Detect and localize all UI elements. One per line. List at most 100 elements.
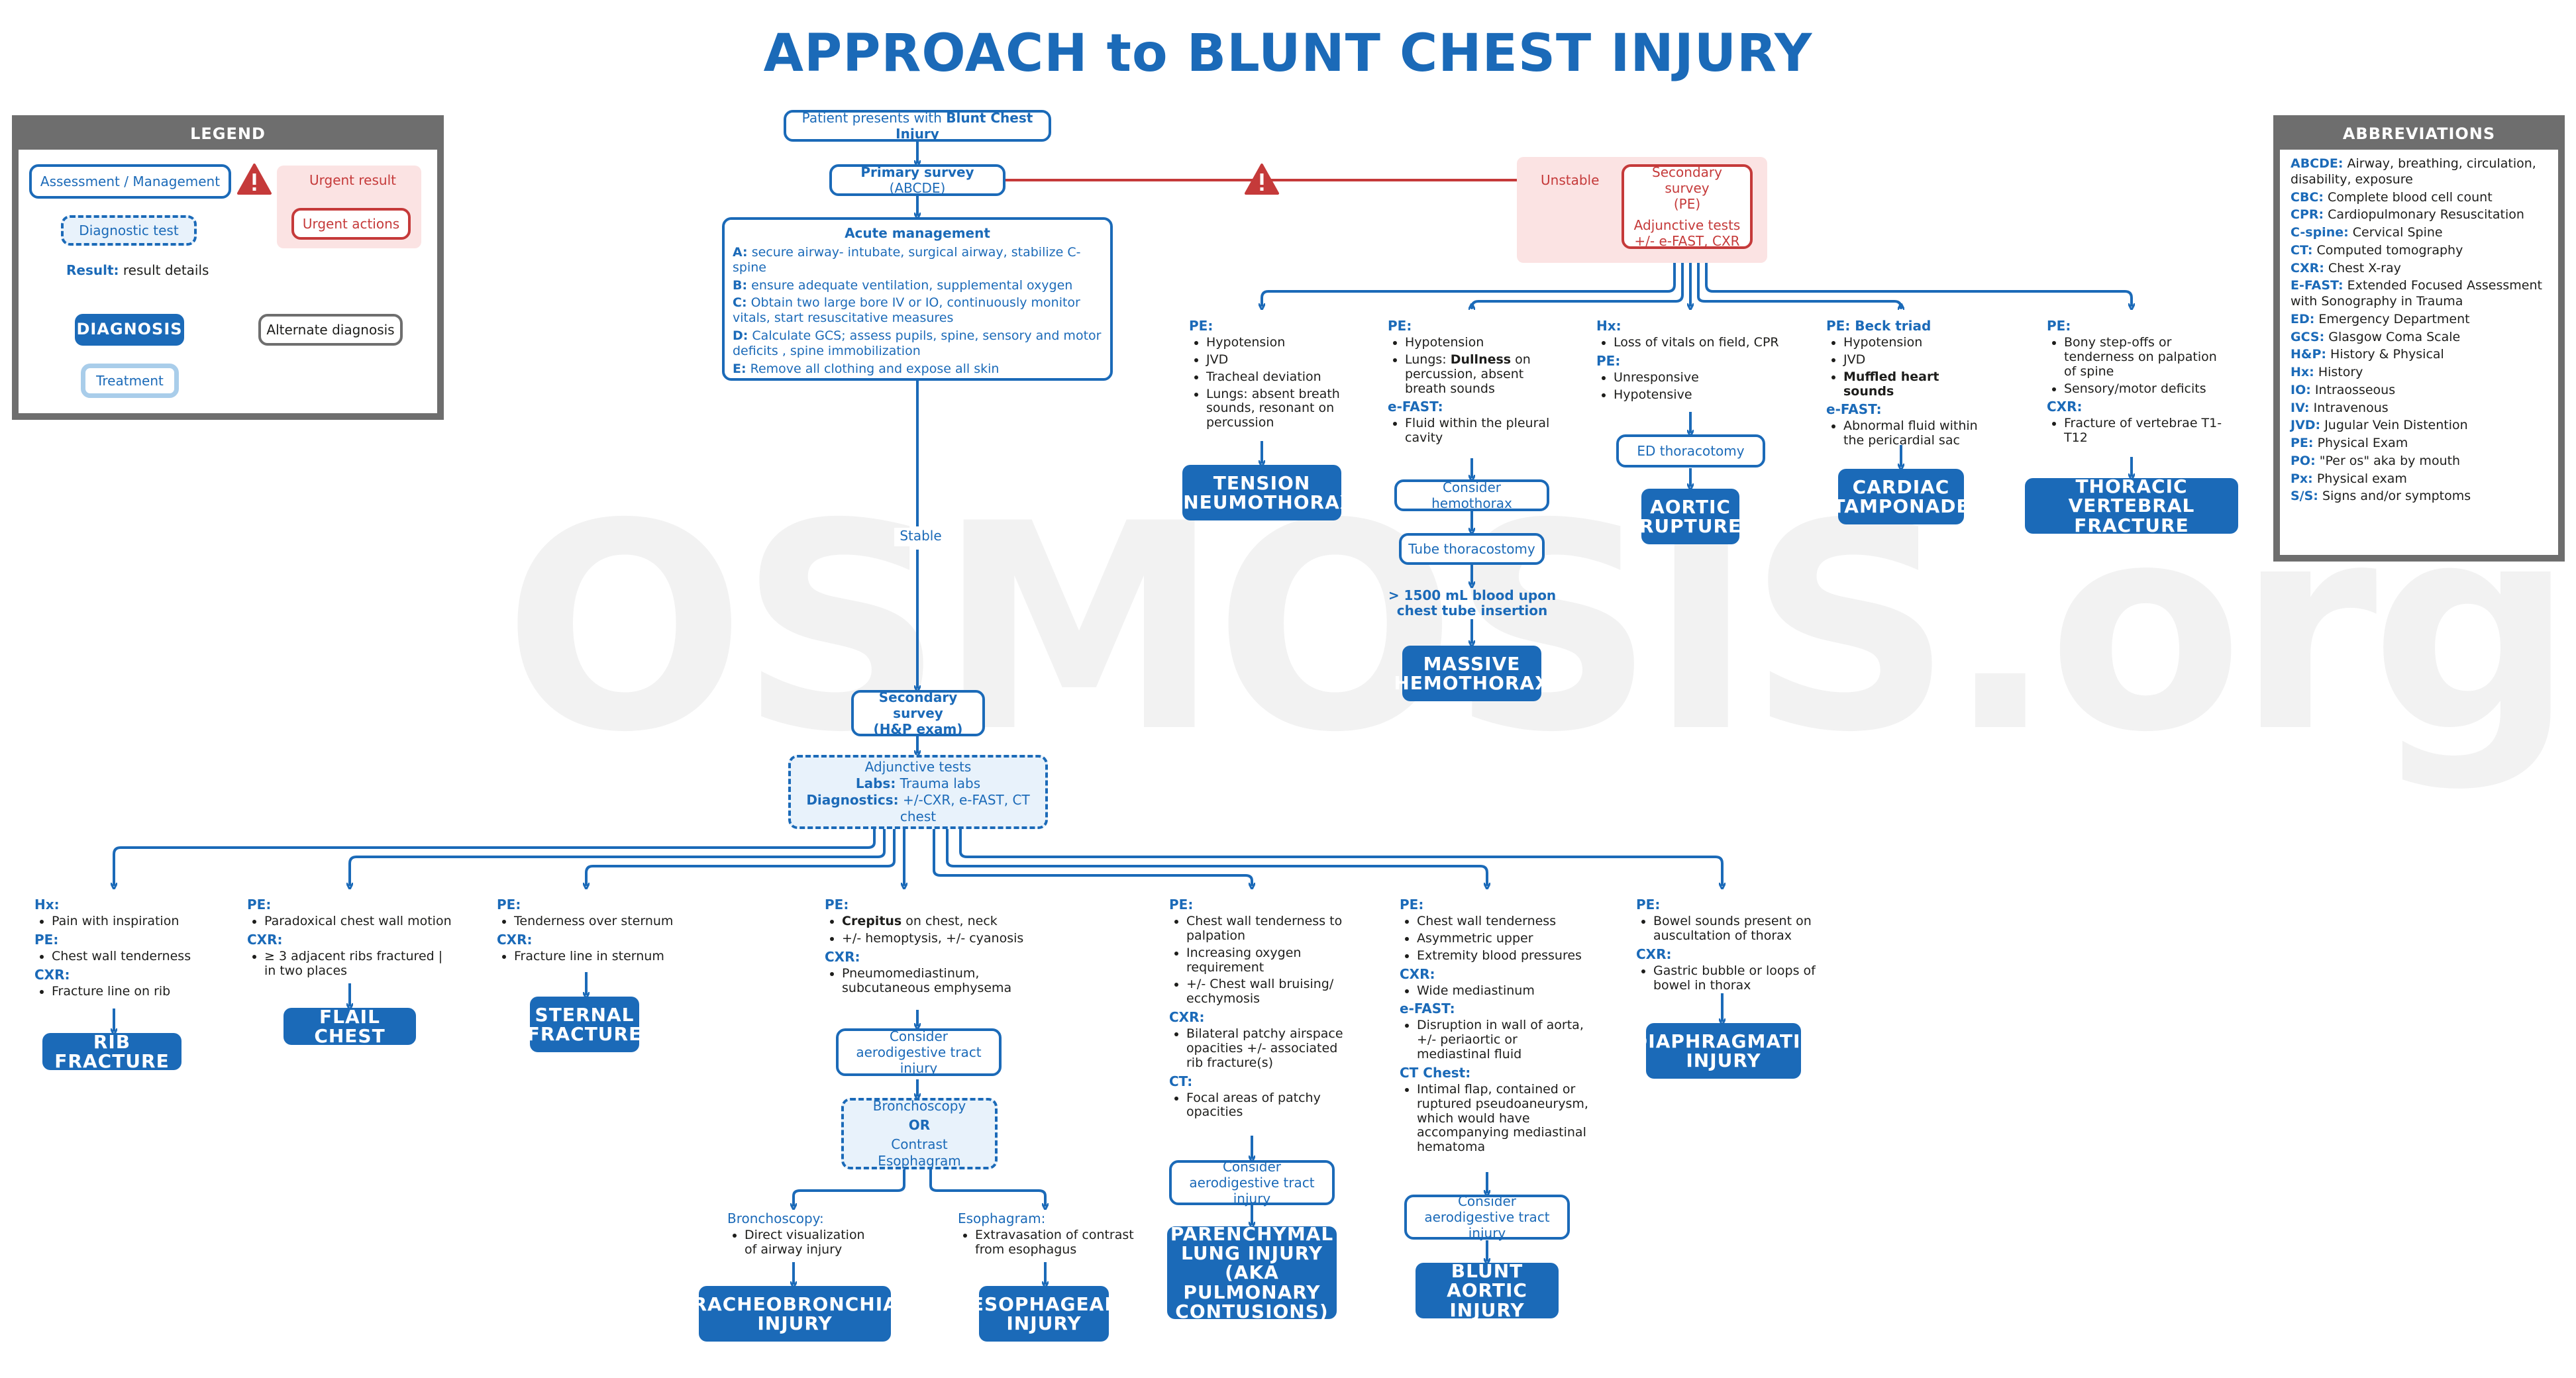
parenchymal-dx-label: PARENCHYMAL LUNG INJURY (AKA PULMONARY C… bbox=[1170, 1222, 1334, 1323]
unstable-label: Unstable bbox=[1541, 172, 1600, 188]
thoracic-vertebral-fracture-dx: THORACIC VERTEBRAL FRACTURE bbox=[2025, 477, 2238, 535]
list-item: Fracture line in sternum bbox=[514, 949, 689, 964]
tamponade-pe-label: PE: Beck triad bbox=[1826, 318, 1932, 334]
abbreviation-value: Cervical Spine bbox=[2352, 225, 2443, 240]
hemothorax-pe-list: Hypotension Lungs: Dullness on percussio… bbox=[1388, 335, 1557, 397]
abbreviation-key: Hx: bbox=[2291, 365, 2314, 379]
acute-step: D: Calculate GCS; assess pupils, spine, … bbox=[733, 328, 1102, 359]
acute-step-text: Calculate GCS; assess pupils, spine, sen… bbox=[733, 328, 1102, 358]
blunt-aortic-pe-list: Chest wall tenderness Asymmetric upper E… bbox=[1400, 914, 1588, 963]
test-esophagram: Contrast Esophagram bbox=[878, 1136, 961, 1169]
abbreviation-row: E-FAST: Extended Focused Assessment with… bbox=[2291, 278, 2549, 310]
abbreviation-row: ED: Emergency Department bbox=[2291, 312, 2549, 328]
adjunctive-tests-box: Adjunctive tests Labs: Trauma labs Diagn… bbox=[788, 755, 1048, 829]
acute-step-text: Obtain two large bore IV or IO, continuo… bbox=[733, 295, 1080, 326]
abbreviation-row: H&P: History & Physical bbox=[2291, 347, 2549, 363]
abbreviation-row: CXR: Chest X-ray bbox=[2291, 261, 2549, 277]
abbreviation-row: S/S: Signs and/or symptoms bbox=[2291, 489, 2549, 505]
parenchymal-cxr-list: Bilateral patchy airspace opacities +/- … bbox=[1169, 1026, 1348, 1071]
list-item: Abnormal fluid within the pericardial sa… bbox=[1843, 419, 1992, 448]
crepitus-bold: Crepitus bbox=[842, 914, 902, 928]
secondary-survey-pe-box: Secondary survey (PE) Adjunctive tests +… bbox=[1622, 164, 1753, 249]
parenchymal-ct-list: Focal areas of patchy opacities bbox=[1169, 1091, 1348, 1120]
consider-aerodigestive-label: Consider aerodigestive tract injury bbox=[1189, 1159, 1315, 1206]
abbreviation-key: PO: bbox=[2291, 453, 2316, 468]
hemothorax-dx-label: MASSIVE HEMOTHORAX bbox=[1394, 652, 1550, 694]
primary-survey-rest: (ABCDE) bbox=[889, 180, 946, 196]
aerodigestive-pe-list: Crepitus on chest, neck +/- hemoptysis, … bbox=[825, 914, 1043, 946]
abbreviation-key: JVD: bbox=[2291, 418, 2321, 433]
page-title: APPROACH to BLUNT CHEST INJURY bbox=[763, 24, 1813, 83]
list-item: Asymmetric upper bbox=[1417, 931, 1588, 946]
abbreviation-value: Cardiopulmonary Resuscitation bbox=[2328, 207, 2524, 222]
aortic-pe-label: PE: bbox=[1596, 352, 1621, 369]
flail-chest-dx-label: FLAIL CHEST bbox=[314, 1005, 386, 1047]
rib-hx-label: Hx: bbox=[34, 897, 60, 912]
consider-hemothorax-box: Consider hemothorax bbox=[1394, 479, 1549, 511]
legend-treatment-label: Treatment bbox=[96, 373, 164, 389]
vertebral-pe-list: Bony step-offs or tenderness on palpatio… bbox=[2047, 335, 2222, 396]
list-item: JVD bbox=[1843, 352, 1992, 368]
rib-cxr-label: CXR: bbox=[34, 966, 70, 983]
abbreviation-row: Px: Physical exam bbox=[2291, 471, 2549, 487]
list-item: Loss of vitals on field, CPR bbox=[1614, 335, 1795, 350]
consider-aerodigestive-box-1: Consider aerodigestive tract injury bbox=[836, 1028, 1002, 1076]
diagnostics-key: Diagnostics: bbox=[806, 792, 899, 808]
list-item: Lungs: Dullness on percussion, absent br… bbox=[1405, 352, 1557, 397]
secondary-pe-title: Secondary survey bbox=[1652, 164, 1722, 196]
list-item: Bilateral patchy airspace opacities +/- … bbox=[1186, 1026, 1348, 1071]
abbreviation-key: ED: bbox=[2291, 311, 2315, 326]
abbreviation-value: History & Physical bbox=[2330, 347, 2444, 362]
acute-step: A: secure airway- intubate, surgical air… bbox=[733, 245, 1102, 275]
lungs-prefix: Lungs: bbox=[1405, 352, 1451, 367]
abbreviation-value: Jugular Vein Distention bbox=[2324, 418, 2468, 433]
esophagram-findings: Esophagram: Extravasation of contrast fr… bbox=[958, 1209, 1137, 1260]
primary-survey-box: Primary survey (ABCDE) bbox=[829, 164, 1005, 196]
lungs-rest: on percussion, absent breath sounds bbox=[1405, 352, 1531, 396]
test-or: OR bbox=[908, 1117, 931, 1133]
bronchoscopy-or-esophagram-box: Bronchoscopy OR Contrast Esophagram bbox=[841, 1098, 998, 1169]
labs-value: Trauma labs bbox=[896, 775, 981, 791]
list-item: Hypotension bbox=[1206, 335, 1351, 350]
flail-cxr-label: CXR: bbox=[247, 931, 283, 948]
consider-aerodigestive-label: Consider aerodigestive tract injury bbox=[856, 1028, 982, 1076]
rib-pe-label: PE: bbox=[34, 931, 59, 948]
abbreviation-key: CBC: bbox=[2291, 189, 2324, 205]
vertebral-cxr-label: CXR: bbox=[2047, 399, 2083, 415]
abbreviation-value: Complete blood cell count bbox=[2328, 189, 2493, 205]
abbreviation-key: GCS: bbox=[2291, 329, 2325, 344]
hemothorax-result: > 1500 mL blood upon chest tube insertio… bbox=[1384, 588, 1560, 618]
tamponade-efast-label: e-FAST: bbox=[1826, 401, 1882, 418]
list-item: Focal areas of patchy opacities bbox=[1186, 1091, 1348, 1120]
tension-dx-label: TENSION PNEUMOTHORAX bbox=[1168, 471, 1355, 513]
acute-step-key: D: bbox=[733, 328, 748, 343]
list-item: Bowel sounds present on auscultation of … bbox=[1653, 914, 1825, 944]
parenchymal-findings: PE: Chest wall tenderness to palpation I… bbox=[1169, 895, 1348, 1122]
adjunctive-top-sub: +/- e-FAST, CXR bbox=[1634, 233, 1740, 249]
blunt-aortic-efast-label: e-FAST: bbox=[1400, 1001, 1455, 1017]
ed-thoracotomy-label: ED thoracotomy bbox=[1637, 443, 1745, 459]
abbreviation-value: Glasgow Coma Scale bbox=[2328, 329, 2461, 344]
acute-step: C: Obtain two large bore IV or IO, conti… bbox=[733, 295, 1102, 326]
abbreviation-key: CXR: bbox=[2291, 260, 2324, 275]
diaphragmatic-dx-label: DIAPHRAGMATIC INJURY bbox=[1632, 1030, 1815, 1071]
aerodigestive-cxr-list: Pneumomediastinum, subcutaneous emphysem… bbox=[825, 966, 1043, 996]
legend-result: Result: result details bbox=[66, 262, 238, 281]
diaphragmatic-findings: PE: Bowel sounds present on auscultation… bbox=[1636, 895, 1825, 995]
list-item: Extremity blood pressures bbox=[1417, 948, 1588, 963]
rib-cxr-list: Fracture line on rib bbox=[34, 984, 227, 999]
tamponade-dx-label: CARDIAC TAMPONADE bbox=[1832, 475, 1970, 517]
sternal-fracture-dx-label: STERNAL FRACTURE bbox=[527, 1003, 643, 1045]
abbreviation-row: CT: Computed tomography bbox=[2291, 243, 2549, 259]
blunt-aortic-ct-label: CT Chest: bbox=[1400, 1064, 1471, 1081]
sternal-cxr-list: Fracture line in sternum bbox=[497, 949, 689, 964]
primary-survey-bold: Primary survey bbox=[860, 164, 974, 180]
acute-step-key: E: bbox=[733, 361, 747, 376]
secondary-hp-sub: (H&P exam) bbox=[873, 721, 963, 737]
abbreviation-key: PE: bbox=[2291, 436, 2314, 450]
acute-step-text: ensure adequate ventilation, supplementa… bbox=[747, 277, 1073, 293]
lungs-bold: Dullness bbox=[1450, 352, 1512, 367]
abbreviation-row: GCS: Glasgow Coma Scale bbox=[2291, 330, 2549, 346]
legend-assessment-label: Assessment / Management bbox=[40, 173, 221, 189]
crepitus-rest: on chest, neck bbox=[902, 914, 998, 928]
